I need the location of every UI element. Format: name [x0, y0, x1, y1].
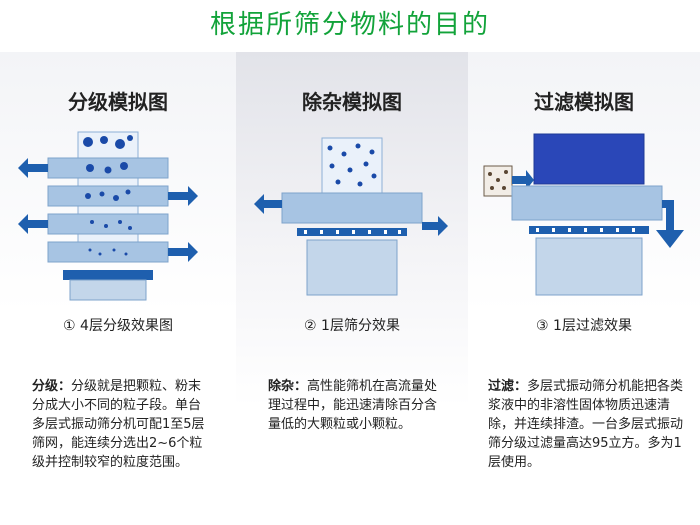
- panel-description: 除杂：高性能筛机在高流量处理过程中，能迅速清除百分含量低的大颗粒或小颗粒。: [268, 377, 448, 434]
- panel-heading: 过滤模拟图: [534, 90, 634, 114]
- description-label: 过滤：: [488, 379, 528, 394]
- panel-caption: ① 4层分级效果图: [63, 318, 173, 334]
- impurity-removal-diagram: [236, 130, 468, 330]
- panel-description: 分级：分级就是把颗粒、粉末分成大小不同的粒子段。单台多层式振动筛分机可配1至5层…: [32, 377, 212, 472]
- panel-filtration: 过滤模拟图 ③ 1层过滤效果 过滤：多层式振动: [468, 52, 700, 525]
- description-label: 分级：: [32, 379, 72, 394]
- description-label: 除杂：: [268, 379, 308, 394]
- title-bar: 根据所筛分物料的目的: [0, 0, 700, 52]
- panel-impurity-removal: 除杂模拟图 ② 1层筛分: [236, 52, 468, 525]
- classification-diagram: [0, 130, 236, 330]
- description-text: 高性能筛机在高流量处理过程中，能迅速清除百分含量低的大颗粒或小颗粒。: [268, 379, 438, 432]
- panel-caption: ③ 1层过滤效果: [536, 318, 632, 334]
- impurity-removal-machine-illustration: [254, 137, 448, 296]
- classification-machine-illustration: [18, 131, 198, 301]
- panel-description: 过滤：多层式振动筛分机能把各类浆液中的非溶性固体物质迅速清除，并连续排渣。一台多…: [488, 377, 688, 472]
- panel-heading: 除杂模拟图: [302, 90, 402, 114]
- filtration-machine-illustration: [483, 133, 684, 296]
- panels: 分级模拟图: [0, 52, 700, 525]
- description-text: 多层式振动筛分机能把各类浆液中的非溶性固体物质迅速清除，并连续排渣。一台多层式振…: [488, 379, 684, 470]
- panel-heading: 分级模拟图: [68, 90, 168, 114]
- panel-classification: 分级模拟图: [0, 52, 236, 525]
- filtration-diagram: [468, 130, 700, 330]
- page-title: 根据所筛分物料的目的: [209, 10, 490, 40]
- description-text: 分级就是把颗粒、粉末分成大小不同的粒子段。单台多层式振动筛分机可配1至5层筛网，…: [32, 379, 205, 470]
- panel-caption: ② 1层筛分效果: [304, 318, 400, 334]
